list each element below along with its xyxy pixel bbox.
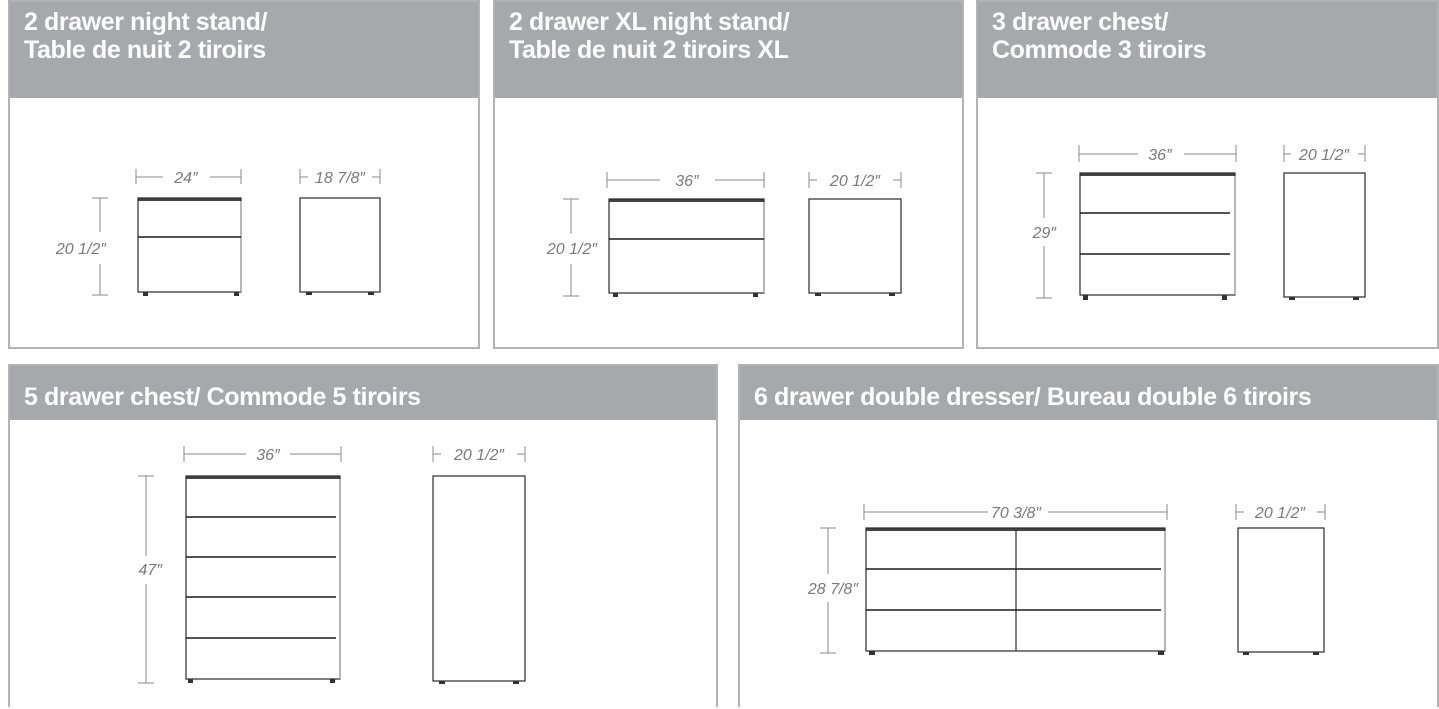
width-dimension: 70 3/8″ [863, 504, 1168, 522]
height-dimension: 20 1/2″ [55, 197, 108, 296]
panel-title-line-1: 3 drawer chest/ [992, 8, 1169, 36]
panel-title-line-1: 6 drawer double dresser/ Bureau double 6… [754, 383, 1312, 411]
panel-header: 3 drawer chest/ Commode 3 tiroirs [978, 2, 1437, 98]
height-dimension: 47″ [138, 475, 164, 684]
width-dimension: 24″ [135, 169, 242, 187]
front-view [185, 475, 341, 683]
depth-label: 20 1/2″ [829, 173, 881, 190]
height-dimension: 29″ [1032, 172, 1058, 299]
height-label: 47″ [139, 562, 164, 579]
side-view [432, 475, 526, 684]
double-dresser-drawing: 70 3/8″ 20 1/2″ 28 7/8″ [807, 504, 1326, 655]
height-label: 20 1/2″ [55, 241, 107, 258]
front-view [608, 198, 765, 297]
height-dimension: 28 7/8″ [807, 527, 859, 654]
panel-header: 5 drawer chest/ Commode 5 tiroirs [10, 366, 716, 420]
width-dimension: 36″ [1078, 145, 1237, 164]
xl-night-stand-drawing: 36″ 20 1/2″ 20 1/2″ [546, 172, 902, 297]
width-label: 70 3/8″ [991, 505, 1042, 522]
panel-2-drawer-xl-night-stand: 2 drawer XL night stand/ Table de nuit 2… [493, 0, 964, 349]
width-label: 36″ [675, 173, 700, 190]
panel-header: 2 drawer XL night stand/ Table de nuit 2… [495, 2, 962, 98]
3-drawer-chest-drawing: 36″ 20 1/2″ 29″ [1032, 145, 1366, 300]
side-view [808, 198, 902, 296]
depth-dimension: 18 7/8″ [299, 169, 381, 187]
depth-dimension: 20 1/2″ [1283, 145, 1366, 164]
panel-5-drawer-chest: 5 drawer chest/ Commode 5 tiroirs 36″ 20… [8, 364, 718, 707]
front-view [137, 197, 242, 296]
depth-label: 20 1/2″ [1254, 505, 1306, 522]
night-stand-drawing: 24″ 18 7/8″ 20 1/2″ [55, 169, 381, 296]
depth-dimension: 20 1/2″ [432, 446, 526, 464]
depth-dimension: 20 1/2″ [808, 172, 902, 190]
width-label: 36″ [256, 447, 281, 464]
depth-label: 20 1/2″ [1298, 147, 1350, 164]
front-view [1079, 172, 1236, 300]
height-label: 29″ [1032, 225, 1058, 242]
side-view [299, 197, 381, 295]
panel-2-drawer-night-stand: 2 drawer night stand/ Table de nuit 2 ti… [8, 0, 480, 349]
height-label: 20 1/2″ [546, 241, 598, 258]
panel-title-line-2: Table de nuit 2 tiroirs XL [509, 36, 789, 64]
panel-title-line-2: Commode 3 tiroirs [992, 36, 1207, 64]
panel-header: 2 drawer night stand/ Table de nuit 2 ti… [10, 2, 478, 98]
depth-label: 18 7/8″ [315, 170, 366, 187]
panel-title-line-2: Table de nuit 2 tiroirs [24, 36, 266, 64]
panel-title-line-1: 2 drawer night stand/ [24, 8, 268, 36]
width-label: 36″ [1148, 147, 1173, 164]
side-view [1237, 527, 1325, 655]
panel-header: 6 drawer double dresser/ Bureau double 6… [740, 366, 1437, 420]
5-drawer-chest-drawing: 36″ 20 1/2″ 47″ [138, 446, 526, 684]
width-dimension: 36″ [606, 172, 765, 190]
panel-6-drawer-double-dresser: 6 drawer double dresser/ Bureau double 6… [738, 364, 1439, 707]
panel-title-line-1: 2 drawer XL night stand/ [509, 8, 790, 36]
depth-dimension: 20 1/2″ [1235, 504, 1326, 522]
width-label: 24″ [173, 170, 199, 187]
width-dimension: 36″ [183, 446, 342, 464]
panel-3-drawer-chest: 3 drawer chest/ Commode 3 tiroirs 36″ 20… [976, 0, 1439, 349]
depth-label: 20 1/2″ [453, 447, 505, 464]
panel-title-line-1: 5 drawer chest/ Commode 5 tiroirs [24, 383, 421, 411]
height-label: 28 7/8″ [807, 581, 859, 598]
side-view [1283, 172, 1366, 300]
front-view [865, 527, 1166, 655]
height-dimension: 20 1/2″ [546, 198, 598, 297]
